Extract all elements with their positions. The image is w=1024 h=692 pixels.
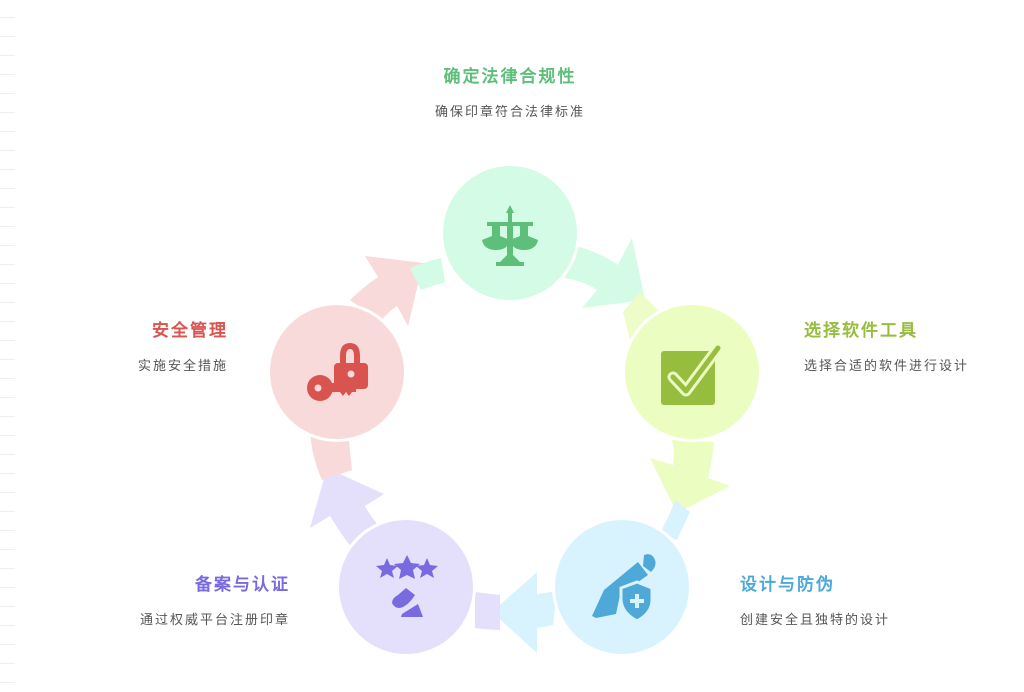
key-lock-icon	[307, 343, 368, 401]
arrow-step1-to-step2	[565, 238, 645, 308]
step1-node	[440, 163, 580, 303]
stars-rating-hand-icon	[376, 555, 438, 617]
step5-node	[267, 302, 407, 442]
pen-shield-plus-icon	[592, 554, 656, 623]
step1-title: 确定法律合规性	[443, 67, 577, 87]
checkbox-checked-icon	[661, 342, 724, 405]
arrow-step5-to-step1	[350, 256, 423, 326]
step4-description: 通过权威平台注册印章	[139, 613, 290, 628]
scales-of-justice-icon	[482, 205, 538, 266]
step4-title: 备案与认证	[195, 575, 290, 595]
step1-label: 确定法律合规性 确保印章符合法律标准	[410, 62, 610, 120]
step2-title: 选择软件工具	[804, 321, 918, 341]
step2-label: 选择软件工具 选择合适的软件进行设计	[804, 316, 1004, 374]
step5-title: 安全管理	[152, 321, 228, 341]
step3-title: 设计与防伪	[740, 575, 835, 595]
step4-label: 备案与认证 通过权威平台注册印章	[90, 570, 290, 628]
arrow-step4-to-step5	[310, 468, 384, 548]
step5-label: 安全管理 实施安全措施	[28, 316, 228, 374]
arrow-step3-to-step4	[492, 572, 557, 653]
step3-label: 设计与防伪 创建安全且独特的设计	[740, 570, 940, 628]
step3-node	[552, 517, 692, 657]
step1-description: 确保印章符合法律标准	[434, 105, 585, 120]
step5-description: 实施安全措施	[137, 359, 228, 374]
step4-node	[336, 517, 476, 657]
step2-description: 选择合适的软件进行设计	[804, 359, 970, 374]
step3-description: 创建安全且独特的设计	[740, 613, 891, 628]
left-edge-guides	[0, 0, 15, 692]
step2-node	[622, 302, 762, 442]
arrow-step2-to-step3	[650, 440, 730, 513]
